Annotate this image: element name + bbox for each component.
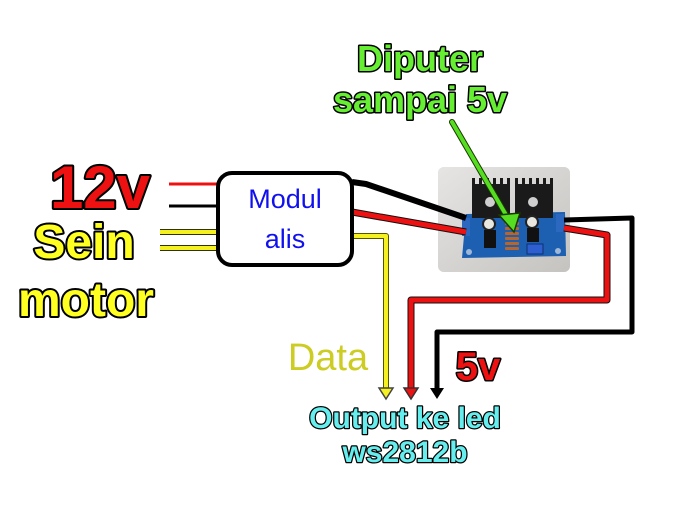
adjust-note-line2: sampai 5v: [333, 79, 507, 120]
module-alis-box: [216, 171, 354, 267]
mount-hole-right: [555, 248, 561, 254]
wire-output-5v: [408, 225, 610, 390]
potentiometer: [526, 243, 544, 255]
mount-hole-left: [466, 249, 472, 255]
capacitor-1-body: [484, 230, 496, 248]
module-label-line2: alis: [265, 224, 306, 254]
capacitor-2-body: [527, 228, 539, 242]
wire-module-to-converter-ground: [351, 179, 467, 221]
screw-left: [485, 197, 495, 207]
wire-module-to-converter-positive: [351, 209, 467, 235]
wire-output-ground: [434, 215, 635, 390]
ground-arrow-icon: [430, 388, 444, 399]
signal-label-line2: motor: [18, 274, 154, 327]
output-label-line1: Output ke led: [309, 402, 501, 435]
buck-converter-board: [438, 167, 570, 272]
input-wires: [160, 182, 218, 251]
data-arrow-icon: [377, 387, 395, 401]
5v-arrow-icon: [402, 387, 420, 401]
data-label: Data: [288, 337, 369, 379]
module-label-line1: Modul: [248, 184, 322, 214]
input-terminal: [462, 218, 470, 236]
output-voltage-label: 5v: [456, 345, 501, 389]
signal-label-line1: Sein: [33, 216, 134, 269]
input-voltage-label: 12v: [50, 154, 151, 221]
wire-data: [352, 234, 388, 390]
capacitor-2: [525, 215, 539, 229]
adjust-arrow-icon: [497, 212, 522, 234]
screw-right: [528, 197, 538, 207]
output-label-line2: ws2812b: [341, 436, 467, 469]
adjust-note-line1: Diputer: [357, 38, 483, 79]
adjust-arrow-shaft: [450, 120, 511, 222]
capacitor-1: [482, 217, 496, 231]
output-terminal: [556, 214, 564, 232]
